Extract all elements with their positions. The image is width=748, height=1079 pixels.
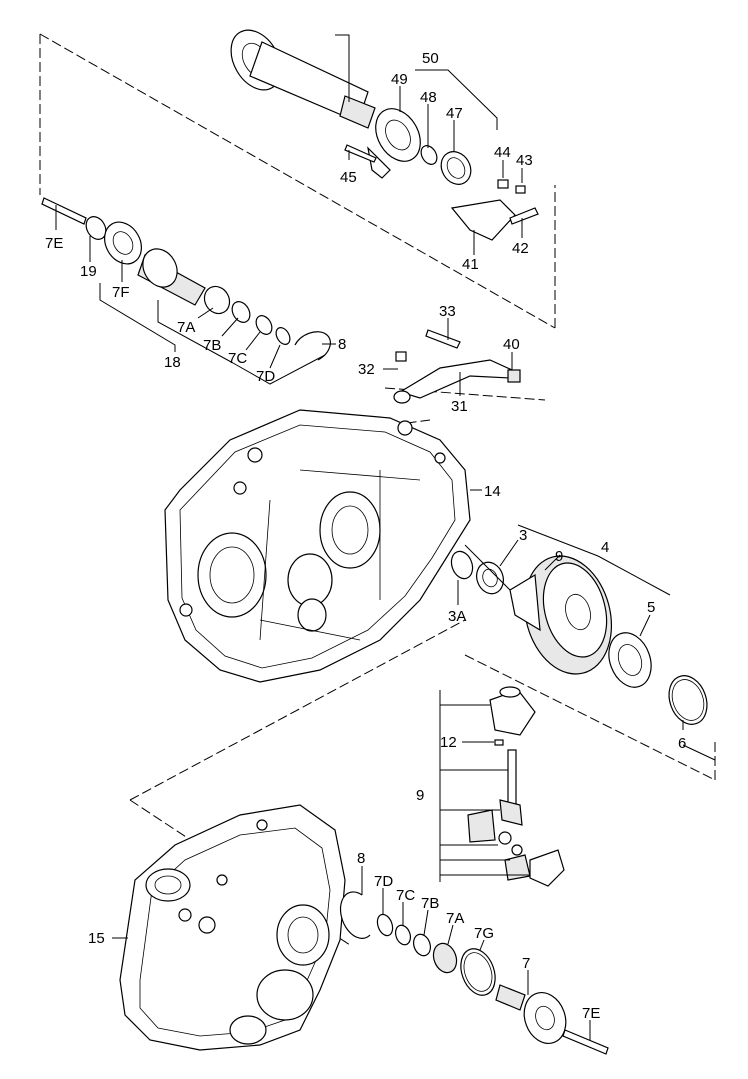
label-7e-bot: 7E bbox=[582, 1005, 600, 1022]
leader-lines-differential bbox=[457, 524, 716, 761]
label-7c-bot: 7C bbox=[396, 887, 415, 904]
label-43: 43 bbox=[516, 152, 533, 169]
leader-lines-bottom bbox=[361, 866, 591, 1040]
part-labels: 50 49 48 47 44 43 45 41 42 7E 19 7F 7A 7… bbox=[45, 50, 686, 1022]
label-12: 12 bbox=[440, 734, 457, 751]
differential-group bbox=[450, 550, 708, 725]
output-flange-components bbox=[339, 891, 609, 1055]
leader-lines-top bbox=[335, 34, 523, 255]
label-42: 42 bbox=[512, 240, 529, 257]
label-50: 50 bbox=[422, 50, 439, 67]
label-15: 15 bbox=[88, 930, 105, 947]
label-7c-top: 7C bbox=[228, 350, 247, 367]
label-7e-top: 7E bbox=[45, 235, 63, 252]
label-7a-top: 7A bbox=[177, 319, 195, 336]
label-47: 47 bbox=[446, 105, 463, 122]
label-7b-top: 7B bbox=[203, 337, 221, 354]
gearbox-housing-14 bbox=[164, 409, 482, 683]
label-9-mid: 9 bbox=[416, 787, 424, 804]
label-5: 5 bbox=[647, 599, 655, 616]
label-3: 3 bbox=[519, 527, 527, 544]
label-32: 32 bbox=[358, 361, 375, 378]
leader-lines-left bbox=[55, 205, 336, 385]
label-33: 33 bbox=[439, 303, 456, 320]
label-8-bot: 8 bbox=[357, 850, 365, 867]
label-7b-bot: 7B bbox=[421, 895, 439, 912]
label-7d-top: 7D bbox=[256, 368, 275, 385]
label-3a: 3A bbox=[448, 608, 466, 625]
label-44: 44 bbox=[494, 144, 511, 161]
label-48: 48 bbox=[420, 89, 437, 106]
label-49: 49 bbox=[391, 71, 408, 88]
drive-shaft-assembly bbox=[230, 29, 539, 241]
label-7g: 7G bbox=[474, 925, 494, 942]
label-7: 7 bbox=[522, 955, 530, 972]
label-41: 41 bbox=[462, 256, 479, 273]
label-40: 40 bbox=[503, 336, 520, 353]
input-shaft-components bbox=[41, 197, 331, 361]
label-8-top: 8 bbox=[338, 336, 346, 353]
label-4: 4 bbox=[601, 539, 609, 556]
label-7a-bot: 7A bbox=[446, 910, 464, 927]
gearbox-housing-15 bbox=[112, 804, 346, 1051]
label-18: 18 bbox=[164, 354, 181, 371]
label-9-top: 9 bbox=[555, 548, 563, 565]
selector-lever bbox=[383, 318, 521, 404]
differential-internals bbox=[439, 686, 565, 887]
label-7d-bot: 7D bbox=[374, 873, 393, 890]
label-6: 6 bbox=[678, 735, 686, 752]
label-19: 19 bbox=[80, 263, 97, 280]
label-14: 14 bbox=[484, 483, 501, 500]
label-7f: 7F bbox=[112, 284, 130, 301]
label-31: 31 bbox=[451, 398, 468, 415]
label-45: 45 bbox=[340, 169, 357, 186]
